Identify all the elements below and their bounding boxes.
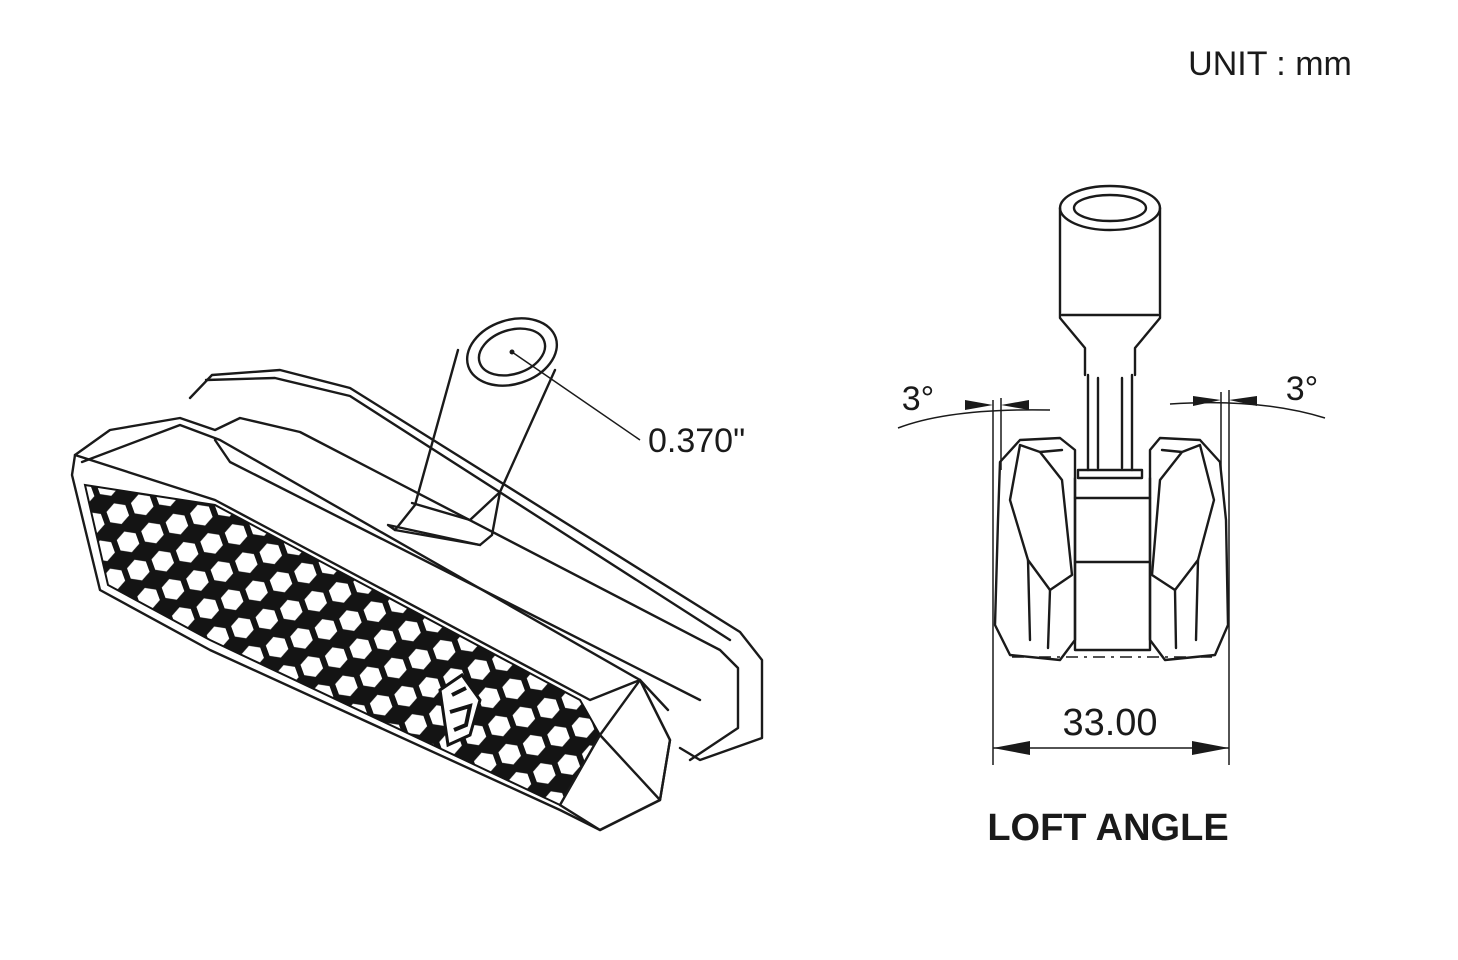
putter-front-view xyxy=(993,184,1230,662)
back-ridge xyxy=(188,368,764,762)
left-angle-label: 3° xyxy=(902,380,935,418)
shaft-diameter-label: 0.370" xyxy=(648,422,745,460)
top-face-groove xyxy=(213,438,702,702)
right-angle-label: 3° xyxy=(1286,370,1319,408)
unit-label: UNIT : mm xyxy=(1188,45,1352,83)
top-face xyxy=(73,416,740,762)
hex-face-texture xyxy=(83,483,602,807)
width-dimension-label: 33.00 xyxy=(1062,702,1157,744)
shaft-tube xyxy=(386,317,559,547)
diameter-leader-line xyxy=(511,351,641,441)
view-title: LOFT ANGLE xyxy=(987,807,1228,849)
dimension-lines xyxy=(897,390,1326,765)
putter-isometric-view xyxy=(70,317,764,832)
back-ridge-inner xyxy=(204,376,732,642)
toe-facets xyxy=(558,678,672,832)
top-face-edge xyxy=(80,423,642,682)
brand-logo xyxy=(438,672,482,748)
